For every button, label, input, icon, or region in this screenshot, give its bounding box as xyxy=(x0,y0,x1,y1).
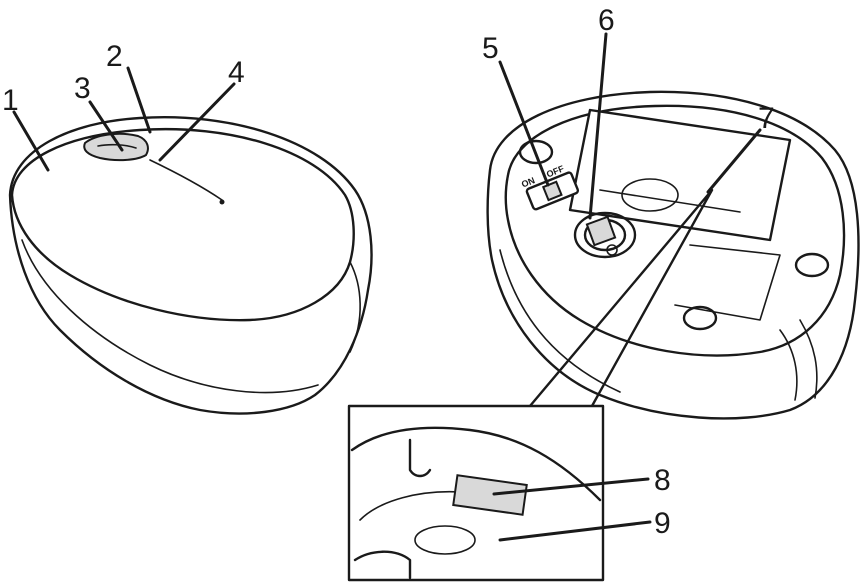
mouse-foot-top-left xyxy=(518,139,554,165)
indicator-dot xyxy=(219,199,225,205)
leader-2 xyxy=(126,66,152,134)
mouse-foot-right xyxy=(794,252,830,278)
compartment-recess xyxy=(621,178,679,212)
callout-labels: 1 2 3 4 5 6 7 8 9 xyxy=(2,4,775,540)
battery-detail-inset xyxy=(347,404,605,582)
optical-sensor xyxy=(573,211,637,259)
leader-3 xyxy=(88,100,124,152)
mouse-top-side-contour xyxy=(349,261,361,353)
zoom-funnel xyxy=(528,188,714,408)
mouse-top-button-split xyxy=(149,159,223,201)
callout-7: 7 xyxy=(758,102,775,135)
mouse-top-skirt-line xyxy=(21,239,319,394)
leader-9 xyxy=(498,520,652,542)
callout-8: 8 xyxy=(654,464,671,497)
scroll-wheel-icon xyxy=(83,132,149,162)
battery-slot xyxy=(414,525,476,555)
callout-3: 3 xyxy=(74,72,91,105)
leader-8 xyxy=(492,477,650,496)
leader-4 xyxy=(158,82,236,162)
mouse-bottom-base-plate xyxy=(504,104,846,357)
receiver-slot xyxy=(452,474,528,516)
leader-7 xyxy=(706,128,762,194)
battery-compartment xyxy=(568,108,792,242)
mouse-top-upper-surface xyxy=(10,128,355,322)
mouse-top-outer-shell xyxy=(8,116,373,415)
mouse-bottom-outer-shell xyxy=(486,90,860,420)
power-switch: ON OFF xyxy=(520,163,580,211)
callout-9: 9 xyxy=(654,507,671,540)
callout-1: 1 xyxy=(2,84,19,117)
mouse-foot-bottom xyxy=(682,305,718,331)
leader-1 xyxy=(12,110,50,172)
callout-4: 4 xyxy=(228,56,245,89)
mouse-top-view xyxy=(8,116,373,415)
leader-5 xyxy=(498,60,550,187)
mouse-bottom-view: ON OFF xyxy=(486,90,860,420)
callout-2: 2 xyxy=(106,40,123,73)
switch-label-on: ON xyxy=(520,175,536,189)
callout-6: 6 xyxy=(598,4,615,37)
leader-6 xyxy=(588,32,608,220)
leader-lines xyxy=(12,32,762,542)
callout-5: 5 xyxy=(482,32,499,65)
